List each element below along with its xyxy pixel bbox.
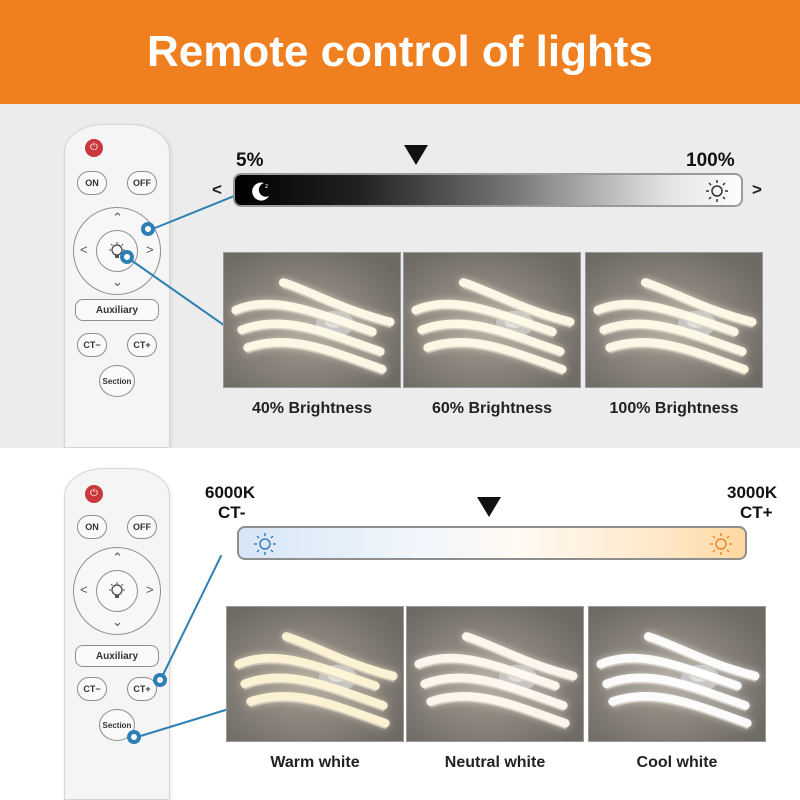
arrow-left-icon[interactable]: <	[80, 242, 88, 257]
arrow-up-icon[interactable]: ⌃	[112, 550, 123, 565]
power-icon[interactable]: ⏻	[85, 485, 103, 503]
ct-right-label: CT+	[740, 503, 773, 522]
on-button[interactable]: ON	[77, 515, 107, 539]
ct-left-label: CT-	[218, 503, 246, 522]
moon-icon: z	[252, 182, 269, 201]
brightness-bar[interactable]: z	[233, 173, 743, 207]
svg-text:z: z	[265, 183, 268, 190]
callout-dot	[120, 250, 134, 264]
ct-plus-label: CT+	[133, 340, 151, 350]
arrow-right-icon[interactable]: >	[146, 582, 154, 597]
warm-sun-icon	[710, 533, 732, 555]
brightness-left-chevron[interactable]: <	[212, 180, 222, 199]
ct-plus-label: CT+	[133, 684, 151, 694]
warm-white-caption: Warm white	[270, 754, 360, 771]
brightness-caption-40: 40% Brightness	[251, 400, 373, 417]
brightness-photo-60	[403, 252, 581, 388]
auxiliary-button[interactable]: Auxiliary	[75, 645, 159, 667]
cool-white-photo	[588, 606, 766, 742]
brightness-caption-60: 60% Brightness	[431, 400, 553, 417]
off-button-label: OFF	[133, 178, 151, 188]
arrow-right-icon[interactable]: >	[146, 242, 154, 257]
cool-white-caption: Cool white	[636, 754, 718, 771]
brightness-pointer	[404, 145, 428, 165]
power-icon[interactable]: ⏻	[85, 139, 103, 157]
auxiliary-button[interactable]: Auxiliary	[75, 299, 159, 321]
warm-white-photo	[226, 606, 404, 742]
center-light-button[interactable]	[96, 570, 138, 612]
header-banner: Remote control of lights	[0, 0, 800, 104]
brightness-max-label: 100%	[686, 150, 735, 171]
ct-pointer	[477, 497, 501, 517]
ct-plus-button[interactable]: CT+	[127, 333, 157, 357]
brightness-right-chevron[interactable]: >	[752, 180, 762, 199]
ct-plus-button[interactable]: CT+	[127, 677, 157, 701]
page-title: Remote control of lights	[147, 27, 653, 76]
off-button[interactable]: OFF	[127, 171, 157, 195]
ct-minus-label: CT−	[83, 340, 101, 350]
brightness-photo-100	[585, 252, 763, 388]
off-button[interactable]: OFF	[127, 515, 157, 539]
neutral-white-photo	[406, 606, 584, 742]
callout-dot	[127, 730, 141, 744]
ct-minus-label: CT−	[83, 684, 101, 694]
brightness-min-label: 5%	[236, 150, 264, 171]
callout-dot	[141, 222, 155, 236]
direction-pad[interactable]: ⌃ ⌄ < >	[73, 547, 161, 635]
remote-control-top: ⏻ ON OFF ⌃ ⌄ < > Auxiliary CT− CT+ Secti…	[64, 124, 170, 448]
bulb-icon	[109, 582, 125, 598]
arrow-up-icon[interactable]: ⌃	[112, 210, 123, 225]
ct-left-kelvin: 6000K	[205, 483, 256, 502]
color-temperature-bar[interactable]	[237, 526, 747, 560]
ct-minus-button[interactable]: CT−	[77, 333, 107, 357]
brightness-photo-40	[223, 252, 401, 388]
brightness-caption-100: 100% Brightness	[609, 400, 739, 417]
neutral-white-caption: Neutral white	[444, 754, 546, 771]
on-button[interactable]: ON	[77, 171, 107, 195]
ct-minus-button[interactable]: CT−	[77, 677, 107, 701]
remote-control-bottom: ⏻ ON OFF ⌃ ⌄ < > Auxiliary CT− CT+ Secti…	[64, 468, 170, 800]
section-button[interactable]: Section	[99, 365, 135, 397]
arrow-down-icon[interactable]: ⌄	[112, 614, 123, 629]
callout-dot	[153, 673, 167, 687]
arrow-left-icon[interactable]: <	[80, 582, 88, 597]
ct-right-kelvin: 3000K	[727, 483, 778, 502]
auxiliary-label: Auxiliary	[95, 304, 139, 316]
auxiliary-label: Auxiliary	[95, 650, 139, 662]
cool-sun-icon	[254, 533, 276, 555]
on-button-label: ON	[85, 522, 99, 532]
section-label: Section	[102, 720, 132, 730]
off-button-label: OFF	[133, 522, 151, 532]
arrow-down-icon[interactable]: ⌄	[112, 274, 123, 289]
direction-pad[interactable]: ⌃ ⌄ < >	[73, 207, 161, 295]
on-button-label: ON	[85, 178, 99, 188]
section-label: Section	[102, 376, 132, 386]
sun-icon	[706, 180, 728, 202]
